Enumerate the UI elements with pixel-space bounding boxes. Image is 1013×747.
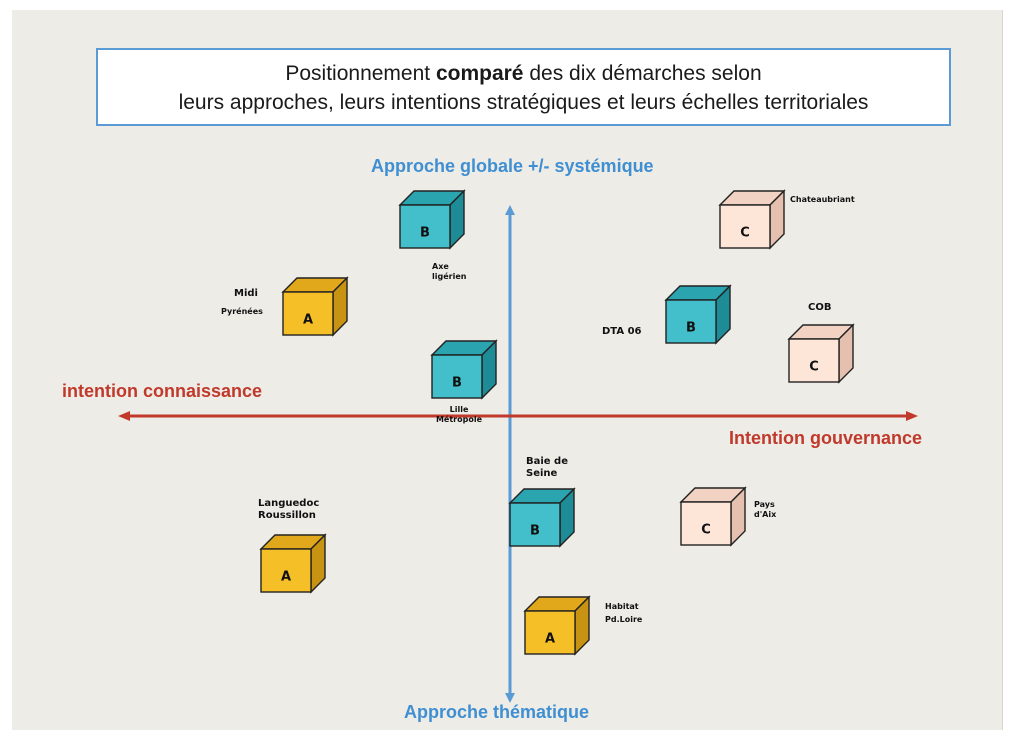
label-pyrenees: Pyrénées — [221, 307, 263, 316]
cube-letter: B — [686, 321, 696, 336]
cube-letter: C — [701, 523, 711, 538]
title-text-bold: comparé — [435, 62, 524, 85]
cube-letter: C — [809, 360, 819, 375]
cube-front-face — [399, 204, 451, 249]
cube-letter: C — [740, 226, 750, 241]
cube-cob: C — [787, 323, 855, 384]
title-box: Positionnement comparé des dix démarches… — [96, 48, 951, 126]
cube-front-face — [282, 291, 334, 336]
cube-letter: B — [420, 226, 430, 241]
cube-axe-ligerien: B — [398, 189, 466, 250]
cube-front-face — [719, 204, 771, 249]
cube-languedoc: A — [259, 533, 327, 594]
title-text-1a: Positionnement — [285, 62, 436, 85]
cube-baie-seine: B — [508, 487, 576, 548]
cube-letter: A — [281, 570, 291, 585]
cube-dta06: B — [664, 284, 732, 345]
axis-label-right: Intention gouvernance — [729, 428, 923, 448]
cube-chateaubriant: C — [718, 189, 786, 250]
label-dta06: DTA 06 — [602, 326, 642, 337]
cube-front-face — [524, 610, 576, 655]
title-text-1b: des dix démarches selon — [523, 62, 762, 85]
axis-label-bottom: Approche thématique — [404, 702, 590, 722]
cube-letter: A — [303, 313, 313, 328]
cube-midi-pyrenees: A — [281, 276, 349, 337]
label-baie-seine: Baie de Seine — [526, 456, 569, 479]
cube-habitat: A — [523, 595, 591, 656]
title-line-2: leurs approches, leurs intentions straté… — [178, 91, 869, 114]
cube-letter: B — [452, 376, 462, 391]
cube-letter: A — [545, 632, 555, 647]
cube-pays-aix: C — [679, 486, 747, 547]
label-lille: Lille Métropole — [435, 405, 483, 424]
label-axe-ligerien: Axe ligérien — [432, 262, 467, 281]
title-line-1: Positionnement comparé des dix démarches… — [98, 59, 949, 88]
cube-letter: B — [530, 524, 540, 539]
label-chateaubriant: Chateaubriant — [790, 195, 855, 204]
axis-label-top: Approche globale +/- systémique — [371, 156, 654, 176]
label-pays-aix: Pays d'Aix — [754, 500, 777, 519]
cube-front-face — [509, 502, 561, 547]
cube-front-face — [431, 354, 483, 399]
label-midi: Midi — [234, 288, 258, 299]
cube-lille: B — [430, 339, 498, 400]
label-cob: COB — [808, 302, 832, 313]
label-languedoc: Languedoc Roussillon — [258, 498, 320, 521]
cube-front-face — [260, 548, 312, 593]
axes — [118, 205, 918, 703]
cube-front-face — [680, 501, 732, 546]
cube-front-face — [665, 299, 717, 344]
axis-label-left: intention connaissance — [62, 381, 263, 401]
slide: Positionnement comparé des dix démarches… — [12, 10, 1003, 730]
cube-front-face — [788, 338, 840, 383]
label-habitat: Habitat Pd.Loire — [605, 602, 643, 624]
